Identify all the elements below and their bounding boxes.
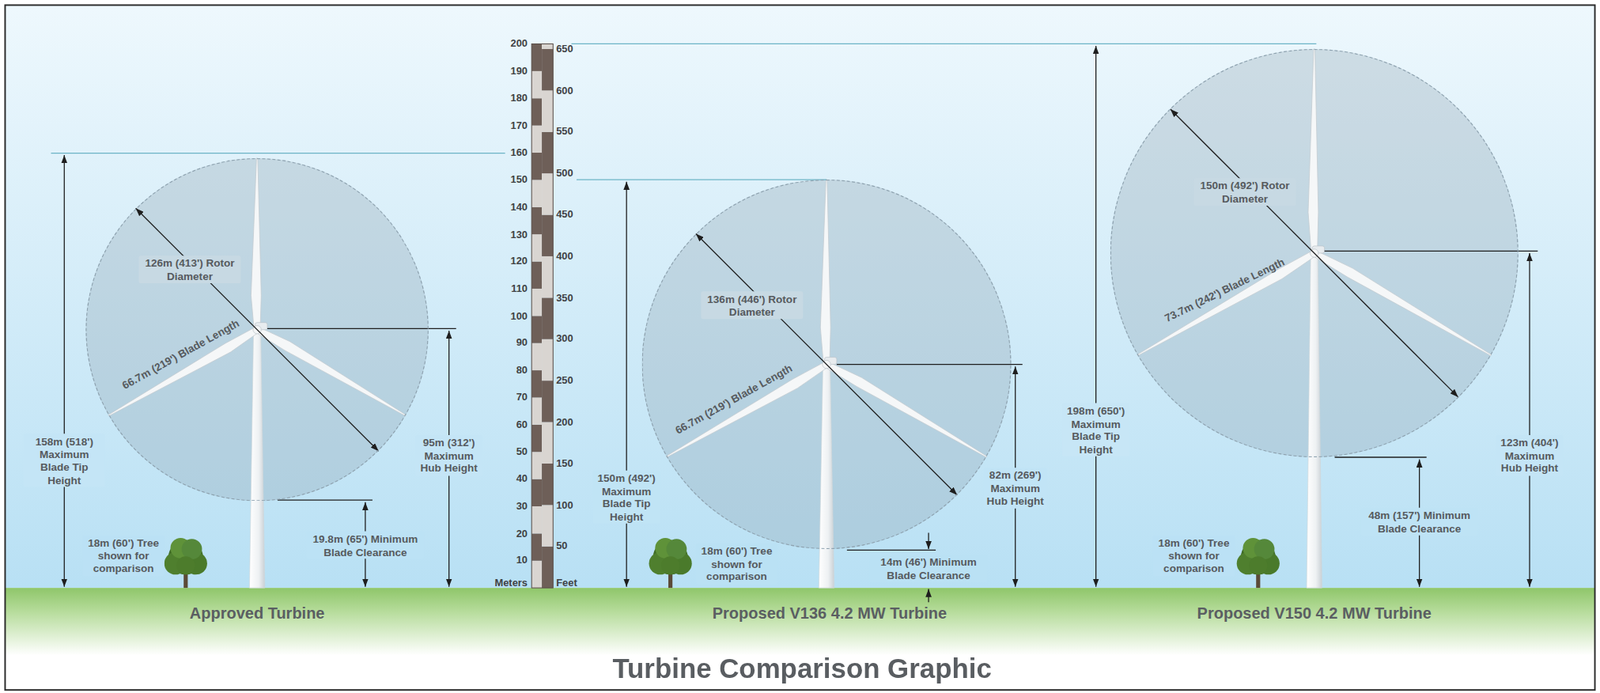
- rotor-diameter-label: 136m (446') Rotor Diameter: [700, 291, 803, 319]
- dimension-label: 150m (492') Maximum Blade Tip Height: [593, 470, 661, 524]
- tree-note: 18m (60') Tree shown for comparison: [83, 534, 165, 575]
- meter-scale-number: 130: [510, 227, 528, 240]
- meter-scale-number: 60: [516, 418, 528, 431]
- feet-scale-number: 400: [556, 249, 574, 262]
- feet-scale-number: 500: [556, 166, 574, 179]
- dimension-label: 48m (157') Minimum Blade Clearance: [1360, 507, 1478, 536]
- feet-scale-number: 200: [556, 416, 574, 428]
- dimension-label: 19.8m (65') Minimum Blade Clearance: [306, 531, 424, 560]
- feet-scale-number: 300: [556, 332, 574, 345]
- feet-scale-number: 350: [556, 291, 574, 304]
- feet-scale-number: 150: [556, 457, 574, 470]
- meter-scale-number: 110: [510, 282, 528, 295]
- dimension-label: 95m (312') Maximum Hub Height: [415, 434, 483, 476]
- feet-scale-number: Feet: [556, 576, 578, 589]
- dimension-label: 158m (518') Maximum Blade Tip Height: [23, 433, 106, 487]
- meter-scale-number: 190: [510, 64, 528, 77]
- turbines: [85, 49, 1518, 588]
- meter-scale-number: 10: [516, 554, 528, 567]
- graphic-title: Turbine Comparison Graphic: [612, 651, 992, 685]
- turbine-name: Approved Turbine: [189, 604, 326, 623]
- rotor-disc: 136m (446') Rotor Diameter 66.7m (219') B…: [642, 179, 1012, 549]
- feet-scale-number: 600: [556, 84, 574, 97]
- meter-scale-number: 80: [516, 363, 528, 376]
- height-guide-lines: [51, 43, 1317, 180]
- tree-note: 18m (60') Tree shown for comparison: [1153, 534, 1235, 575]
- meter-scale-number: 200: [510, 37, 528, 50]
- feet-scale-number: 250: [556, 374, 574, 386]
- meter-scale-number: 140: [510, 200, 528, 213]
- meter-scale-number: 100: [510, 310, 528, 322]
- meter-scale-number: 70: [516, 391, 528, 404]
- rotor-disc: 126m (413') Rotor Diameter 66.7m (219') B…: [85, 158, 429, 502]
- meter-scale-number: 20: [516, 527, 528, 540]
- feet-scale-number: 450: [556, 208, 574, 221]
- dimension-label: 14m (46') Minimum Blade Clearance: [869, 554, 988, 583]
- meter-scale-number: Meters: [494, 576, 528, 589]
- meter-scale-number: 50: [516, 445, 528, 458]
- meter-scale-number: 150: [510, 173, 528, 186]
- meter-scale-number: 90: [516, 336, 528, 349]
- meter-scale-number: 120: [510, 255, 528, 268]
- dimension-lines: [64, 45, 1538, 602]
- dimension-label: 123m (404') Maximum Hub Height: [1495, 434, 1563, 476]
- feet-scale-number: 50: [556, 540, 568, 553]
- meter-scale-number: 170: [510, 119, 528, 132]
- dimension-label: 198m (650') Maximum Blade Tip Height: [1062, 403, 1130, 457]
- rotor-diameter-label: 126m (413') Rotor Diameter: [138, 255, 241, 284]
- meter-scale-number: 40: [516, 472, 528, 485]
- height-scale: [531, 43, 553, 588]
- blade-length-label: 66.7m (219') Blade Length: [120, 316, 243, 392]
- dimension-label: 82m (269') Maximum Hub Height: [983, 467, 1048, 508]
- rotor-disc: 150m (492') Rotor Diameter 73.7m (242') B…: [1110, 49, 1519, 458]
- rotor-diameter-label: 150m (492') Rotor Diameter: [1194, 177, 1297, 206]
- meter-scale-number: 30: [516, 499, 528, 512]
- feet-scale-number: 550: [556, 125, 574, 138]
- blade-length-label: 66.7m (219') Blade Length: [673, 361, 795, 437]
- tree-note: 18m (60') Tree shown for comparison: [695, 543, 778, 584]
- turbine-name: Proposed V150 4.2 MW Turbine: [1197, 604, 1432, 623]
- meter-scale-number: 160: [510, 146, 528, 159]
- turbine-name: Proposed V136 4.2 MW Turbine: [712, 604, 947, 623]
- blade-length-label: 73.7m (242') Blade Length: [1162, 255, 1287, 326]
- feet-scale-number: 650: [556, 42, 574, 55]
- meter-scale-number: 180: [510, 91, 528, 104]
- feet-scale-number: 100: [556, 499, 574, 511]
